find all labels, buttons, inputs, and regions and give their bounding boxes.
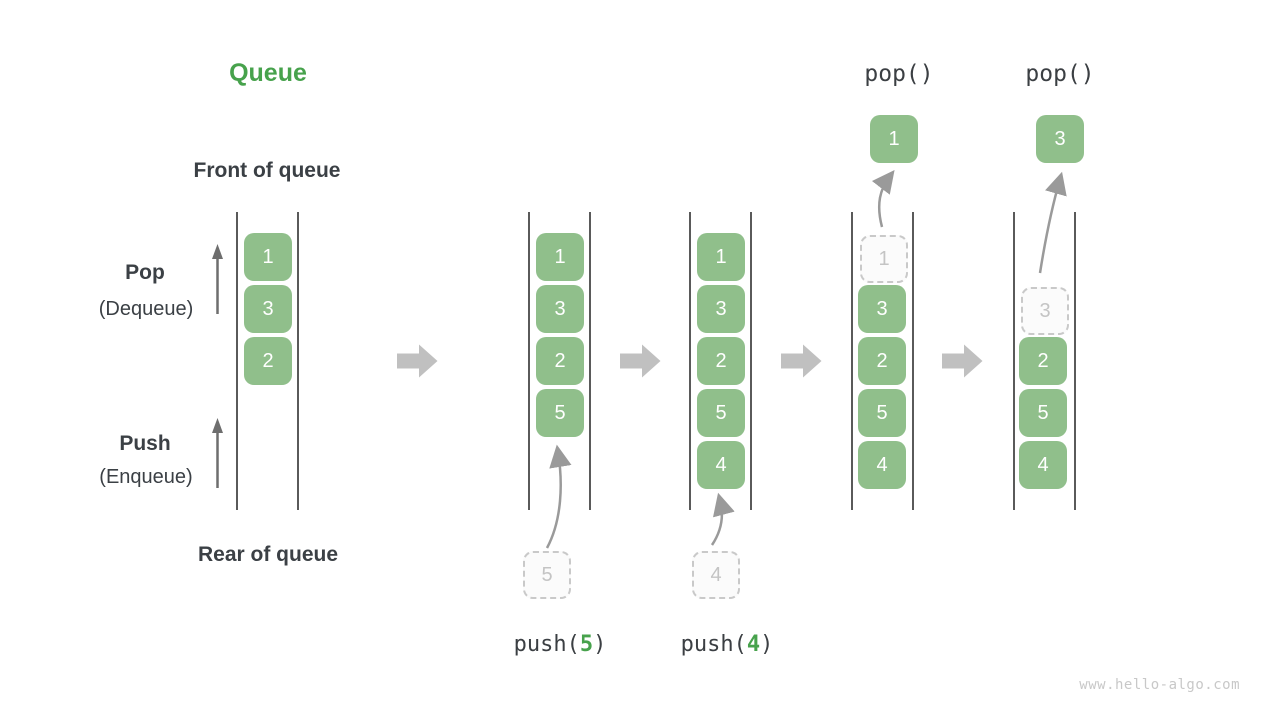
enqueue-label: (Enqueue)	[99, 466, 193, 488]
queue-item: 2	[536, 337, 584, 385]
push-curve-arrow-icon	[710, 492, 735, 546]
push-prefix: push(	[513, 632, 580, 657]
pop-curve-arrow-icon	[1038, 171, 1067, 274]
pop-call-label-1: pop()	[864, 61, 934, 87]
queue-item: 1	[536, 233, 584, 281]
queue-item: 4	[697, 441, 745, 489]
queue-item: 1	[244, 233, 292, 281]
queue-rail-right	[1074, 212, 1076, 510]
front-of-queue-label: Front of queue	[193, 159, 341, 182]
push-suffix: )	[760, 632, 774, 657]
push-call-label-1: push(5)	[480, 632, 640, 657]
queue-item: 4	[1019, 441, 1067, 489]
push-arg: 4	[746, 632, 761, 657]
diagram-title: Queue	[229, 59, 307, 87]
queue-rail-left	[851, 212, 853, 510]
queue-item: 5	[1019, 389, 1067, 437]
popped-slot-placeholder: 3	[1021, 287, 1069, 335]
queue-item: 5	[697, 389, 745, 437]
queue-rail-left	[1013, 212, 1015, 510]
queue-item: 1	[697, 233, 745, 281]
push-call-label-2: push(4)	[647, 632, 807, 657]
push-arg: 5	[579, 632, 594, 657]
queue-rail-right	[750, 212, 752, 510]
popped-slot-placeholder: 1	[860, 235, 908, 283]
queue-item: 3	[536, 285, 584, 333]
queue-item: 2	[858, 337, 906, 385]
push-prefix: push(	[680, 632, 747, 657]
push-suffix: )	[593, 632, 607, 657]
popped-item: 1	[870, 115, 918, 163]
queue-item: 5	[858, 389, 906, 437]
queue-rail-left	[236, 212, 238, 510]
push-curve-arrow-icon	[545, 444, 572, 549]
queue-item: 2	[244, 337, 292, 385]
popped-item: 3	[1036, 115, 1084, 163]
pop-call-label-2: pop()	[1025, 61, 1095, 87]
pending-push-item: 4	[692, 551, 740, 599]
queue-rail-right	[297, 212, 299, 510]
dequeue-label: (Dequeue)	[98, 298, 194, 320]
queue-rail-left	[689, 212, 691, 510]
pop-curve-arrow-icon	[871, 170, 895, 228]
pending-push-item: 5	[523, 551, 571, 599]
queue-rail-right	[912, 212, 914, 510]
queue-item: 4	[858, 441, 906, 489]
rear-of-queue-label: Rear of queue	[197, 543, 339, 566]
pop-label: Pop	[125, 261, 165, 284]
queue-item: 5	[536, 389, 584, 437]
queue-item: 3	[858, 285, 906, 333]
queue-item: 2	[1019, 337, 1067, 385]
queue-item: 3	[697, 285, 745, 333]
queue-rail-left	[528, 212, 530, 510]
queue-rail-right	[589, 212, 591, 510]
queue-item: 3	[244, 285, 292, 333]
queue-item: 2	[697, 337, 745, 385]
watermark: www.hello-algo.com	[1079, 677, 1240, 693]
push-label: Push	[119, 432, 171, 455]
